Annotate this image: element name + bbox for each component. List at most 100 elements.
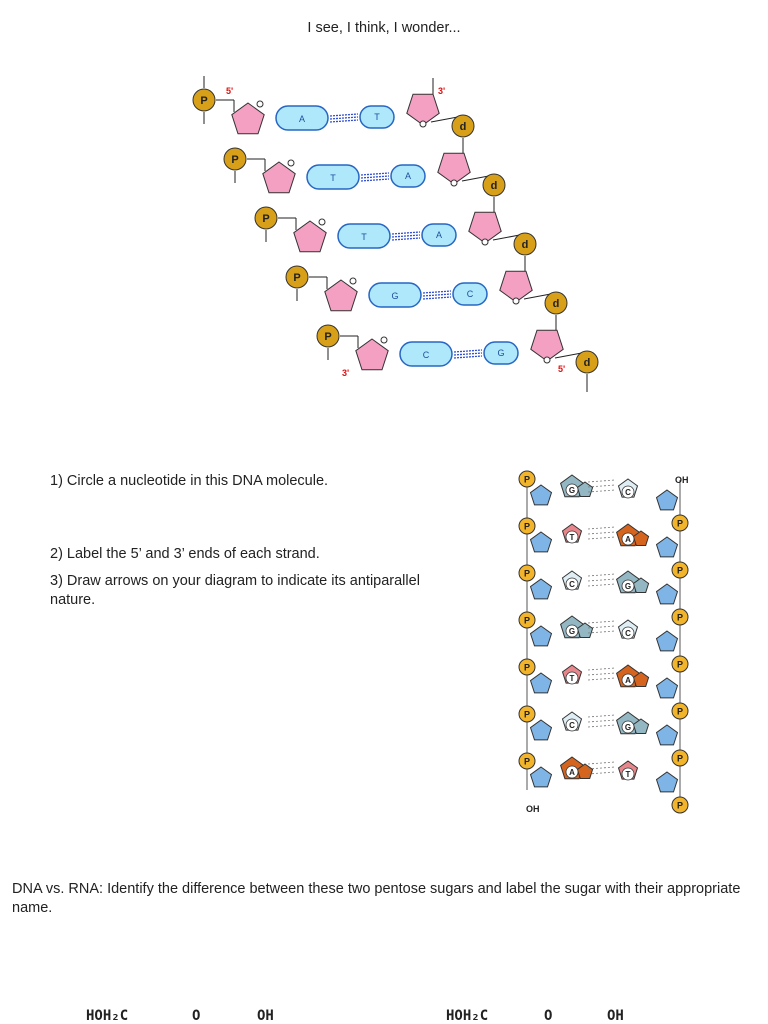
base-letter: T	[374, 112, 380, 122]
sugar-pentagon	[655, 536, 679, 558]
sugar-pentagon	[529, 625, 553, 647]
ring-oxygen	[450, 179, 458, 187]
hydrogen-bond	[422, 296, 452, 300]
base-letter-circle	[621, 532, 635, 546]
hydrogen-bond	[453, 355, 483, 359]
phosphate-circle	[285, 265, 309, 289]
phosphate-letter: P	[677, 660, 683, 670]
sugar-pentagon	[655, 489, 679, 511]
ring-oxygen	[349, 277, 357, 285]
base-letter: A	[436, 230, 442, 240]
base-letter-circle	[565, 765, 579, 779]
end-label-3: 3'	[342, 368, 349, 378]
base-letter-circle	[621, 720, 635, 734]
base-letter: T	[570, 674, 575, 683]
right-base-ring	[632, 530, 650, 546]
end-label-5: 5'	[226, 86, 233, 96]
hydrogen-bond	[360, 172, 390, 176]
base-letter: C	[569, 580, 575, 589]
base-letter: C	[467, 289, 474, 299]
phosphate-letter: P	[677, 519, 683, 529]
base-pill	[337, 223, 391, 249]
hydrogen-bond	[587, 667, 616, 671]
phosphate-circle	[518, 752, 536, 770]
base-letter: G	[569, 627, 575, 636]
phosphate-circle	[254, 206, 278, 230]
dna-vs-rna-prompt: DNA vs. RNA: Identify the difference bet…	[12, 881, 741, 916]
right-base-ring	[632, 577, 650, 593]
hydrogen-bond	[587, 766, 616, 770]
right-base-ring	[632, 671, 650, 687]
phosphate-letter: P	[200, 95, 207, 107]
hydrogen-bond	[587, 677, 616, 681]
base-letter-circle	[565, 718, 579, 732]
deoxyribose-sugar	[468, 211, 502, 244]
deoxy-circle	[482, 173, 506, 197]
deoxyribose-sugar	[262, 161, 296, 194]
base-pill	[275, 105, 329, 131]
hydrogen-bond	[587, 484, 616, 488]
question-2: 2) Label the 5’ and 3’ ends of each stra…	[50, 546, 320, 562]
deoxy-circle	[451, 114, 475, 138]
deoxyribose-sugar	[231, 102, 265, 135]
phosphate-circle	[518, 517, 536, 535]
sugar-pentagon	[529, 766, 553, 788]
phosphate-letter: P	[324, 331, 331, 343]
hydrogen-bond	[391, 237, 421, 241]
phosphate-letter: P	[524, 475, 530, 485]
sugar-pentagon	[529, 484, 553, 506]
deoxyribose-sugar	[324, 279, 358, 312]
base-letter: A	[569, 768, 575, 777]
base-letter: A	[625, 676, 631, 685]
sugar-pentagon	[655, 771, 679, 793]
formula-left-o: O	[192, 1008, 201, 1024]
hydrogen-bond	[587, 672, 616, 676]
base-letter-circle	[565, 671, 579, 685]
base-pill	[390, 164, 426, 188]
phosphate-circle	[671, 561, 689, 579]
base-pill	[306, 164, 360, 190]
base-letter: G	[625, 582, 631, 591]
phosphate-letter: P	[677, 566, 683, 576]
base-pill	[452, 282, 488, 306]
ring-oxygen	[419, 120, 427, 128]
base-pill	[399, 341, 453, 367]
phosphate-circle	[518, 658, 536, 676]
phosphate-letter: P	[524, 616, 530, 626]
hydrogen-bond	[587, 761, 616, 765]
hydrogen-bond	[360, 178, 390, 182]
formula-right-hoh2c: HOH₂C	[446, 1008, 489, 1024]
sugar-pentagon	[529, 578, 553, 600]
base-letter-circle	[621, 626, 635, 640]
phosphate-circle	[316, 324, 340, 348]
hydrogen-bond	[587, 620, 616, 624]
hydrogen-bond	[391, 231, 421, 235]
formula-right-o: O	[544, 1008, 553, 1024]
base-pill	[359, 105, 395, 129]
hydrogen-bond	[587, 724, 616, 728]
phosphate-letter: P	[524, 522, 530, 532]
question-3: 3) Draw arrows on your diagram to indica…	[50, 573, 420, 608]
sugar-pentagon	[529, 531, 553, 553]
base-letter-circle	[565, 483, 579, 497]
base-letter: C	[625, 629, 631, 638]
ring-oxygen	[481, 238, 489, 246]
phosphate-letter: P	[524, 757, 530, 767]
phosphate-circle	[518, 611, 536, 629]
base-pill	[368, 282, 422, 308]
hydrogen-bond	[587, 583, 616, 587]
formula-left-oh: OH	[257, 1008, 274, 1024]
hydrogen-bond	[422, 293, 452, 297]
base-letter: T	[361, 232, 367, 242]
end-label-5: 5'	[558, 364, 565, 374]
hydrogen-bond	[329, 113, 359, 117]
sugar-pentagon	[655, 724, 679, 746]
ring-oxygen	[256, 100, 264, 108]
left-base-ring	[576, 763, 594, 779]
oh-label-bottom: OH	[526, 804, 540, 814]
hydrogen-bond	[422, 290, 452, 294]
deoxy-letter: d	[584, 357, 591, 369]
ring-oxygen	[318, 218, 326, 226]
base-letter: A	[299, 114, 305, 124]
